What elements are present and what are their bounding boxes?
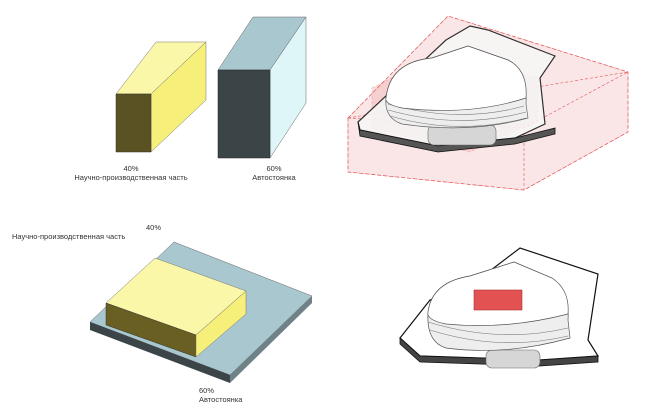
bottom-research-label: 40% Научно-производственная часть <box>12 223 167 241</box>
top-parking-percent: 60% <box>266 164 282 173</box>
bottom-research-percent: 40% <box>146 223 162 232</box>
building-volume-diagram <box>347 15 629 191</box>
red-highlight-block <box>473 289 523 311</box>
building-final-diagram <box>399 247 600 369</box>
research-volume-side <box>195 290 247 358</box>
bottom-research-text: Научно-производственная часть <box>12 232 126 241</box>
bottom-parking-label: 60% Автостоянка <box>199 386 279 404</box>
top-parking-text: Автостоянка <box>252 173 296 182</box>
bottom-parking-percent: 60% <box>199 386 215 395</box>
parking-block-3d <box>217 16 307 159</box>
bottom-parking-text: Автостоянка <box>199 395 243 404</box>
top-research-label: 40% Научно-производственная часть <box>66 164 196 182</box>
site-area-diagram <box>89 241 313 383</box>
research-block-3d <box>115 41 207 153</box>
top-parking-label: 60% Автостоянка <box>234 164 314 182</box>
research-block-side <box>115 93 152 153</box>
top-research-percent: 40% <box>123 164 139 173</box>
parking-block-side <box>217 69 271 159</box>
parking-plate-edge-right <box>230 296 312 383</box>
parking-plate-edge <box>90 322 230 383</box>
top-research-text: Научно-производственная часть <box>74 173 188 182</box>
